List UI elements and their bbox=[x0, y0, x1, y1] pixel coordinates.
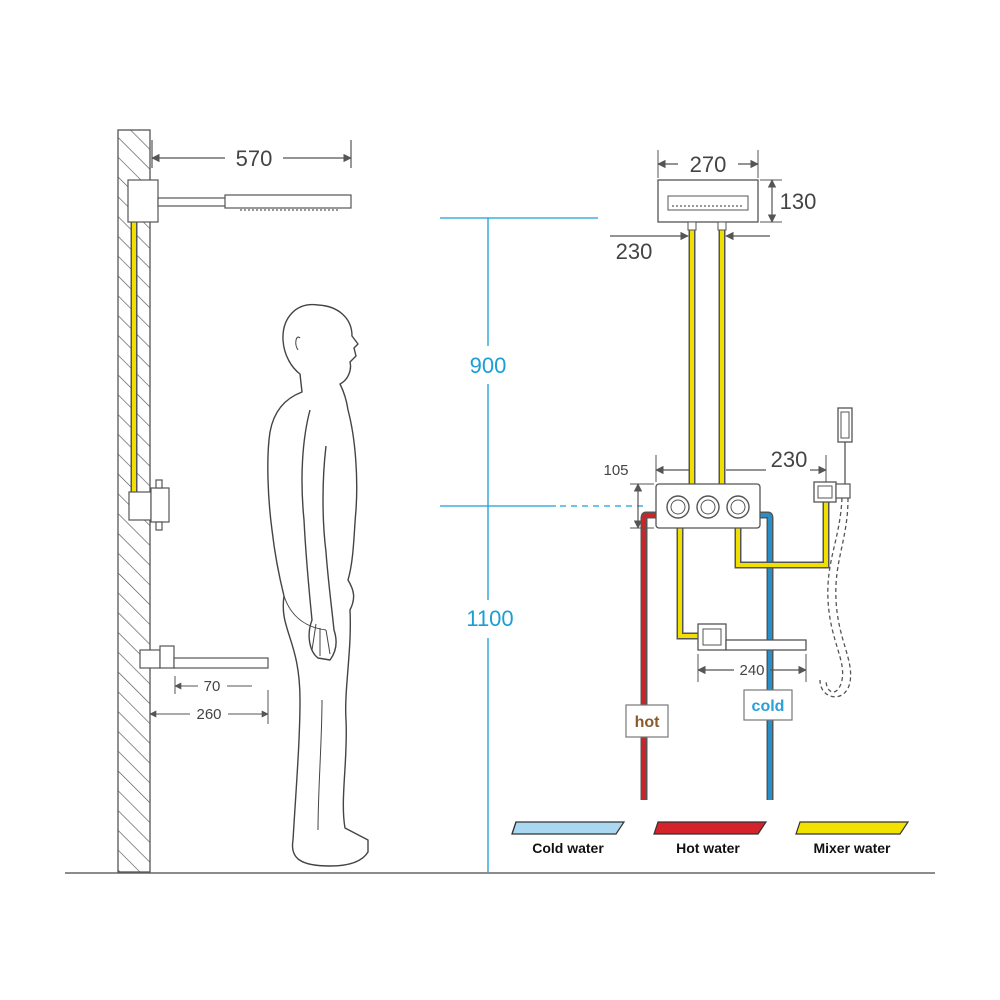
dim-spout-width-label: 240 bbox=[739, 662, 764, 679]
dim-mixer-to-head-label: 900 bbox=[470, 353, 507, 378]
hand-shower bbox=[813, 407, 853, 698]
dim-valve-height: 105 bbox=[603, 462, 654, 529]
dim-spout-projection-label: 260 bbox=[196, 706, 221, 723]
valve-side bbox=[128, 479, 170, 531]
spout-side bbox=[139, 645, 269, 669]
overhead-shower-side bbox=[127, 179, 352, 223]
hot-tag-label: hot bbox=[635, 714, 661, 731]
hot-pipe bbox=[640, 511, 660, 800]
front-view: 270 130 230 1 bbox=[603, 150, 853, 800]
spout-front bbox=[697, 623, 807, 651]
height-dimensions: 900 1100 bbox=[440, 217, 648, 872]
cold-tag-label: cold bbox=[752, 698, 785, 715]
dim-head-height-label: 130 bbox=[780, 189, 817, 214]
thermostatic-valve bbox=[655, 483, 761, 529]
hot-tag: hot bbox=[625, 704, 669, 738]
dim-arm-length: 570 bbox=[151, 140, 352, 171]
spout-supply-pipe bbox=[676, 526, 700, 640]
legend: Cold water Hot water Mixer water bbox=[511, 821, 910, 856]
dim-head-height: 130 bbox=[760, 179, 817, 223]
legend-label-hot: Hot water bbox=[676, 840, 740, 856]
dim-floor-to-mixer-label: 1100 bbox=[466, 606, 513, 631]
side-view: 570 70 260 bbox=[117, 129, 369, 873]
legend-label-mixer: Mixer water bbox=[813, 840, 891, 856]
dim-spout-projection: 260 bbox=[149, 690, 269, 724]
dim-head-width-label: 270 bbox=[690, 152, 727, 177]
dim-spout-width: 240 bbox=[697, 654, 807, 682]
hand-shower-supply-pipe bbox=[734, 500, 830, 569]
human-figure bbox=[267, 303, 369, 867]
head-supply-pipes bbox=[688, 228, 726, 492]
legend-item-mixer: Mixer water bbox=[795, 821, 910, 856]
cold-tag: cold bbox=[743, 689, 793, 721]
dim-valve-to-holder-label: 230 bbox=[771, 447, 808, 472]
overhead-shower-front bbox=[657, 179, 759, 231]
dim-spout-offset-label: 70 bbox=[204, 678, 221, 695]
dim-valve-height-label: 105 bbox=[603, 462, 628, 479]
cold-pipe bbox=[758, 511, 774, 800]
dim-head-width: 270 bbox=[657, 150, 759, 178]
dim-valve-to-holder: 230 bbox=[655, 447, 827, 482]
dim-head-inlet-spacing-label: 230 bbox=[616, 239, 653, 264]
legend-item-cold: Cold water bbox=[511, 821, 626, 856]
legend-item-hot: Hot water bbox=[653, 821, 768, 856]
dim-arm-length-label: 570 bbox=[236, 146, 273, 171]
legend-label-cold: Cold water bbox=[532, 840, 604, 856]
dim-head-inlet-spacing: 230 bbox=[610, 231, 770, 264]
dim-spout-offset: 70 bbox=[174, 676, 252, 695]
